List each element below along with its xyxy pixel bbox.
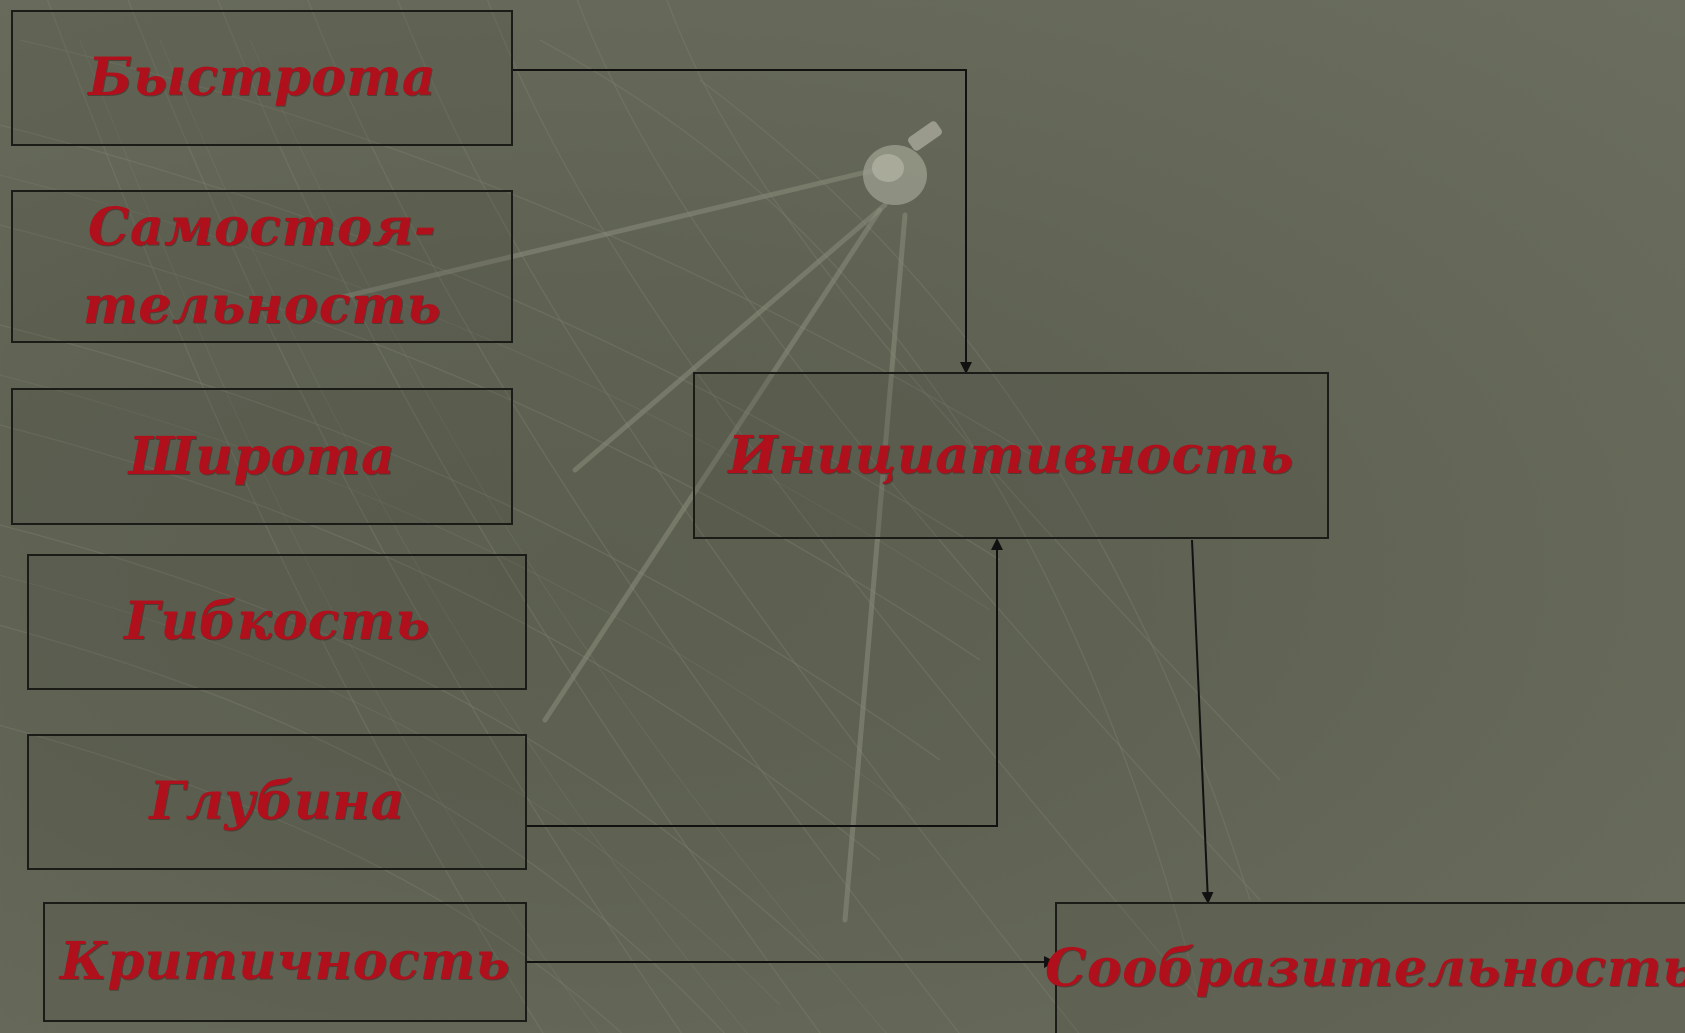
node-shirota-label: Широта <box>129 423 396 491</box>
edge-iniciativnost-soobrazitelnost <box>1192 540 1208 902</box>
node-iniciativnost-label: Инициативность <box>728 422 1294 490</box>
edge-glubina-iniciativnost <box>526 540 997 826</box>
edge-bystrota-iniciativnost <box>512 70 966 372</box>
node-iniciativnost: Инициативность <box>693 372 1329 539</box>
node-gibkost-label: Гибкость <box>124 588 430 656</box>
node-samostoyatelnost: Самостоя- тельность <box>11 190 513 343</box>
node-kritichnost: Критичность <box>43 902 527 1022</box>
node-gibkost: Гибкость <box>27 554 527 690</box>
node-glubina-label: Глубина <box>149 768 405 836</box>
node-samostoyatelnost-label: Самостоя- тельность <box>83 189 442 345</box>
node-kritichnost-label: Критичность <box>60 928 511 996</box>
node-bystrota: Быстрота <box>11 10 513 146</box>
node-soobrazitelnost-label: Сообразительность <box>1045 935 1685 1003</box>
node-soobrazitelnost: Сообразительность <box>1055 902 1685 1033</box>
node-bystrota-label: Быстрота <box>88 44 436 112</box>
node-glubina: Глубина <box>27 734 527 870</box>
node-shirota: Широта <box>11 388 513 525</box>
